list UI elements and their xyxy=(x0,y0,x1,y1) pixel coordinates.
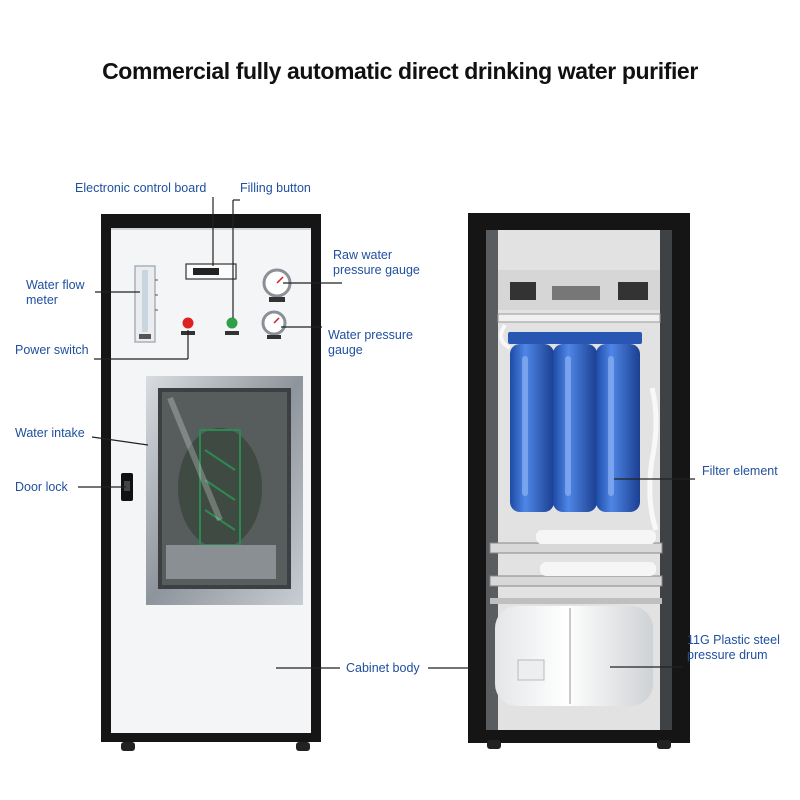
label-filling-button: Filling button xyxy=(240,181,311,195)
left-cabinet-wheels xyxy=(121,742,310,751)
label-water-intake: Water intake xyxy=(15,426,85,440)
door-lock xyxy=(121,473,133,501)
right-cabinet-wheels xyxy=(487,740,671,749)
leader-water-intake xyxy=(91,436,149,446)
top-pump-compartment xyxy=(497,270,661,323)
label-electronic-control-board: Electronic control board xyxy=(75,181,207,195)
label-water-flow-meter: Water flow meter xyxy=(26,278,85,307)
label-cabinet-body: Cabinet body xyxy=(346,661,420,675)
filling-button xyxy=(225,317,239,335)
label-power-switch: Power switch xyxy=(15,343,89,357)
label-raw-water-gauge: Raw water pressure gauge xyxy=(333,248,420,277)
membrane-rack xyxy=(489,530,663,604)
label-filter-element: Filter element xyxy=(702,464,778,478)
pressure-drum xyxy=(495,606,653,706)
left-cabinet xyxy=(101,214,321,751)
water-flow-meter xyxy=(134,265,158,343)
right-cabinet xyxy=(468,213,690,749)
label-door-lock: Door lock xyxy=(15,480,68,494)
label-water-pressure-gauge: Water pressure gauge xyxy=(328,328,413,357)
water-pressure-gauge xyxy=(261,310,287,339)
electronic-control-board xyxy=(185,263,237,280)
water-intake-window xyxy=(146,376,303,605)
leader-lines xyxy=(78,197,695,669)
label-pressure-drum: 11G Plastic steel pressure drum xyxy=(687,633,780,662)
page-title: Commercial fully automatic direct drinki… xyxy=(102,58,698,84)
filter-elements xyxy=(508,332,642,512)
